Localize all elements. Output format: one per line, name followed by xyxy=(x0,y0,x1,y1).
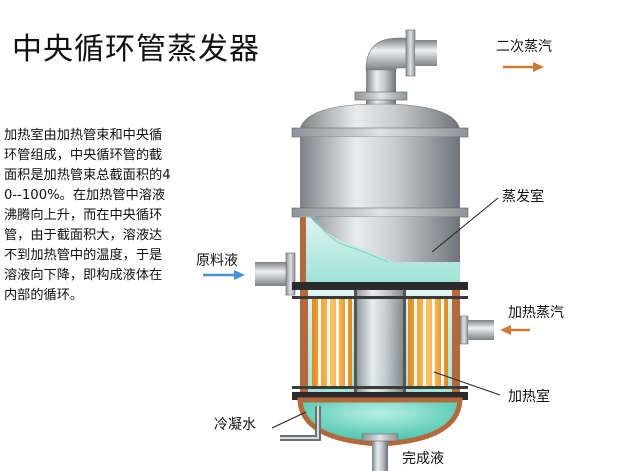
label-heating-steam: 加热蒸汽 xyxy=(508,305,564,321)
flow-arrows xyxy=(203,62,544,335)
vapor-outlet-pipe xyxy=(354,29,437,136)
label-feed-liquid: 原料液 xyxy=(196,253,238,269)
heating-steam-inlet-pipe xyxy=(459,315,494,345)
diagram-title: 中央循环管蒸发器 xyxy=(12,32,260,67)
label-secondary-steam: 二次蒸汽 xyxy=(496,39,552,55)
label-evaporation-chamber: 蒸发室 xyxy=(502,189,544,205)
description-text: 加热室由加热管束和中央循环管组成，中央循环管的截面积是加热管束总截面积的40--… xyxy=(4,128,171,303)
evaporation-chamber-body xyxy=(291,103,469,287)
bottom-head xyxy=(280,397,463,471)
heating-chamber-body xyxy=(292,282,468,400)
label-condensate: 冷凝水 xyxy=(214,417,256,433)
label-product-liquid: 完成液 xyxy=(402,451,444,467)
feed-inlet-pipe xyxy=(255,252,296,296)
leader-lines xyxy=(271,197,501,429)
label-heating-chamber: 加热室 xyxy=(508,389,550,405)
